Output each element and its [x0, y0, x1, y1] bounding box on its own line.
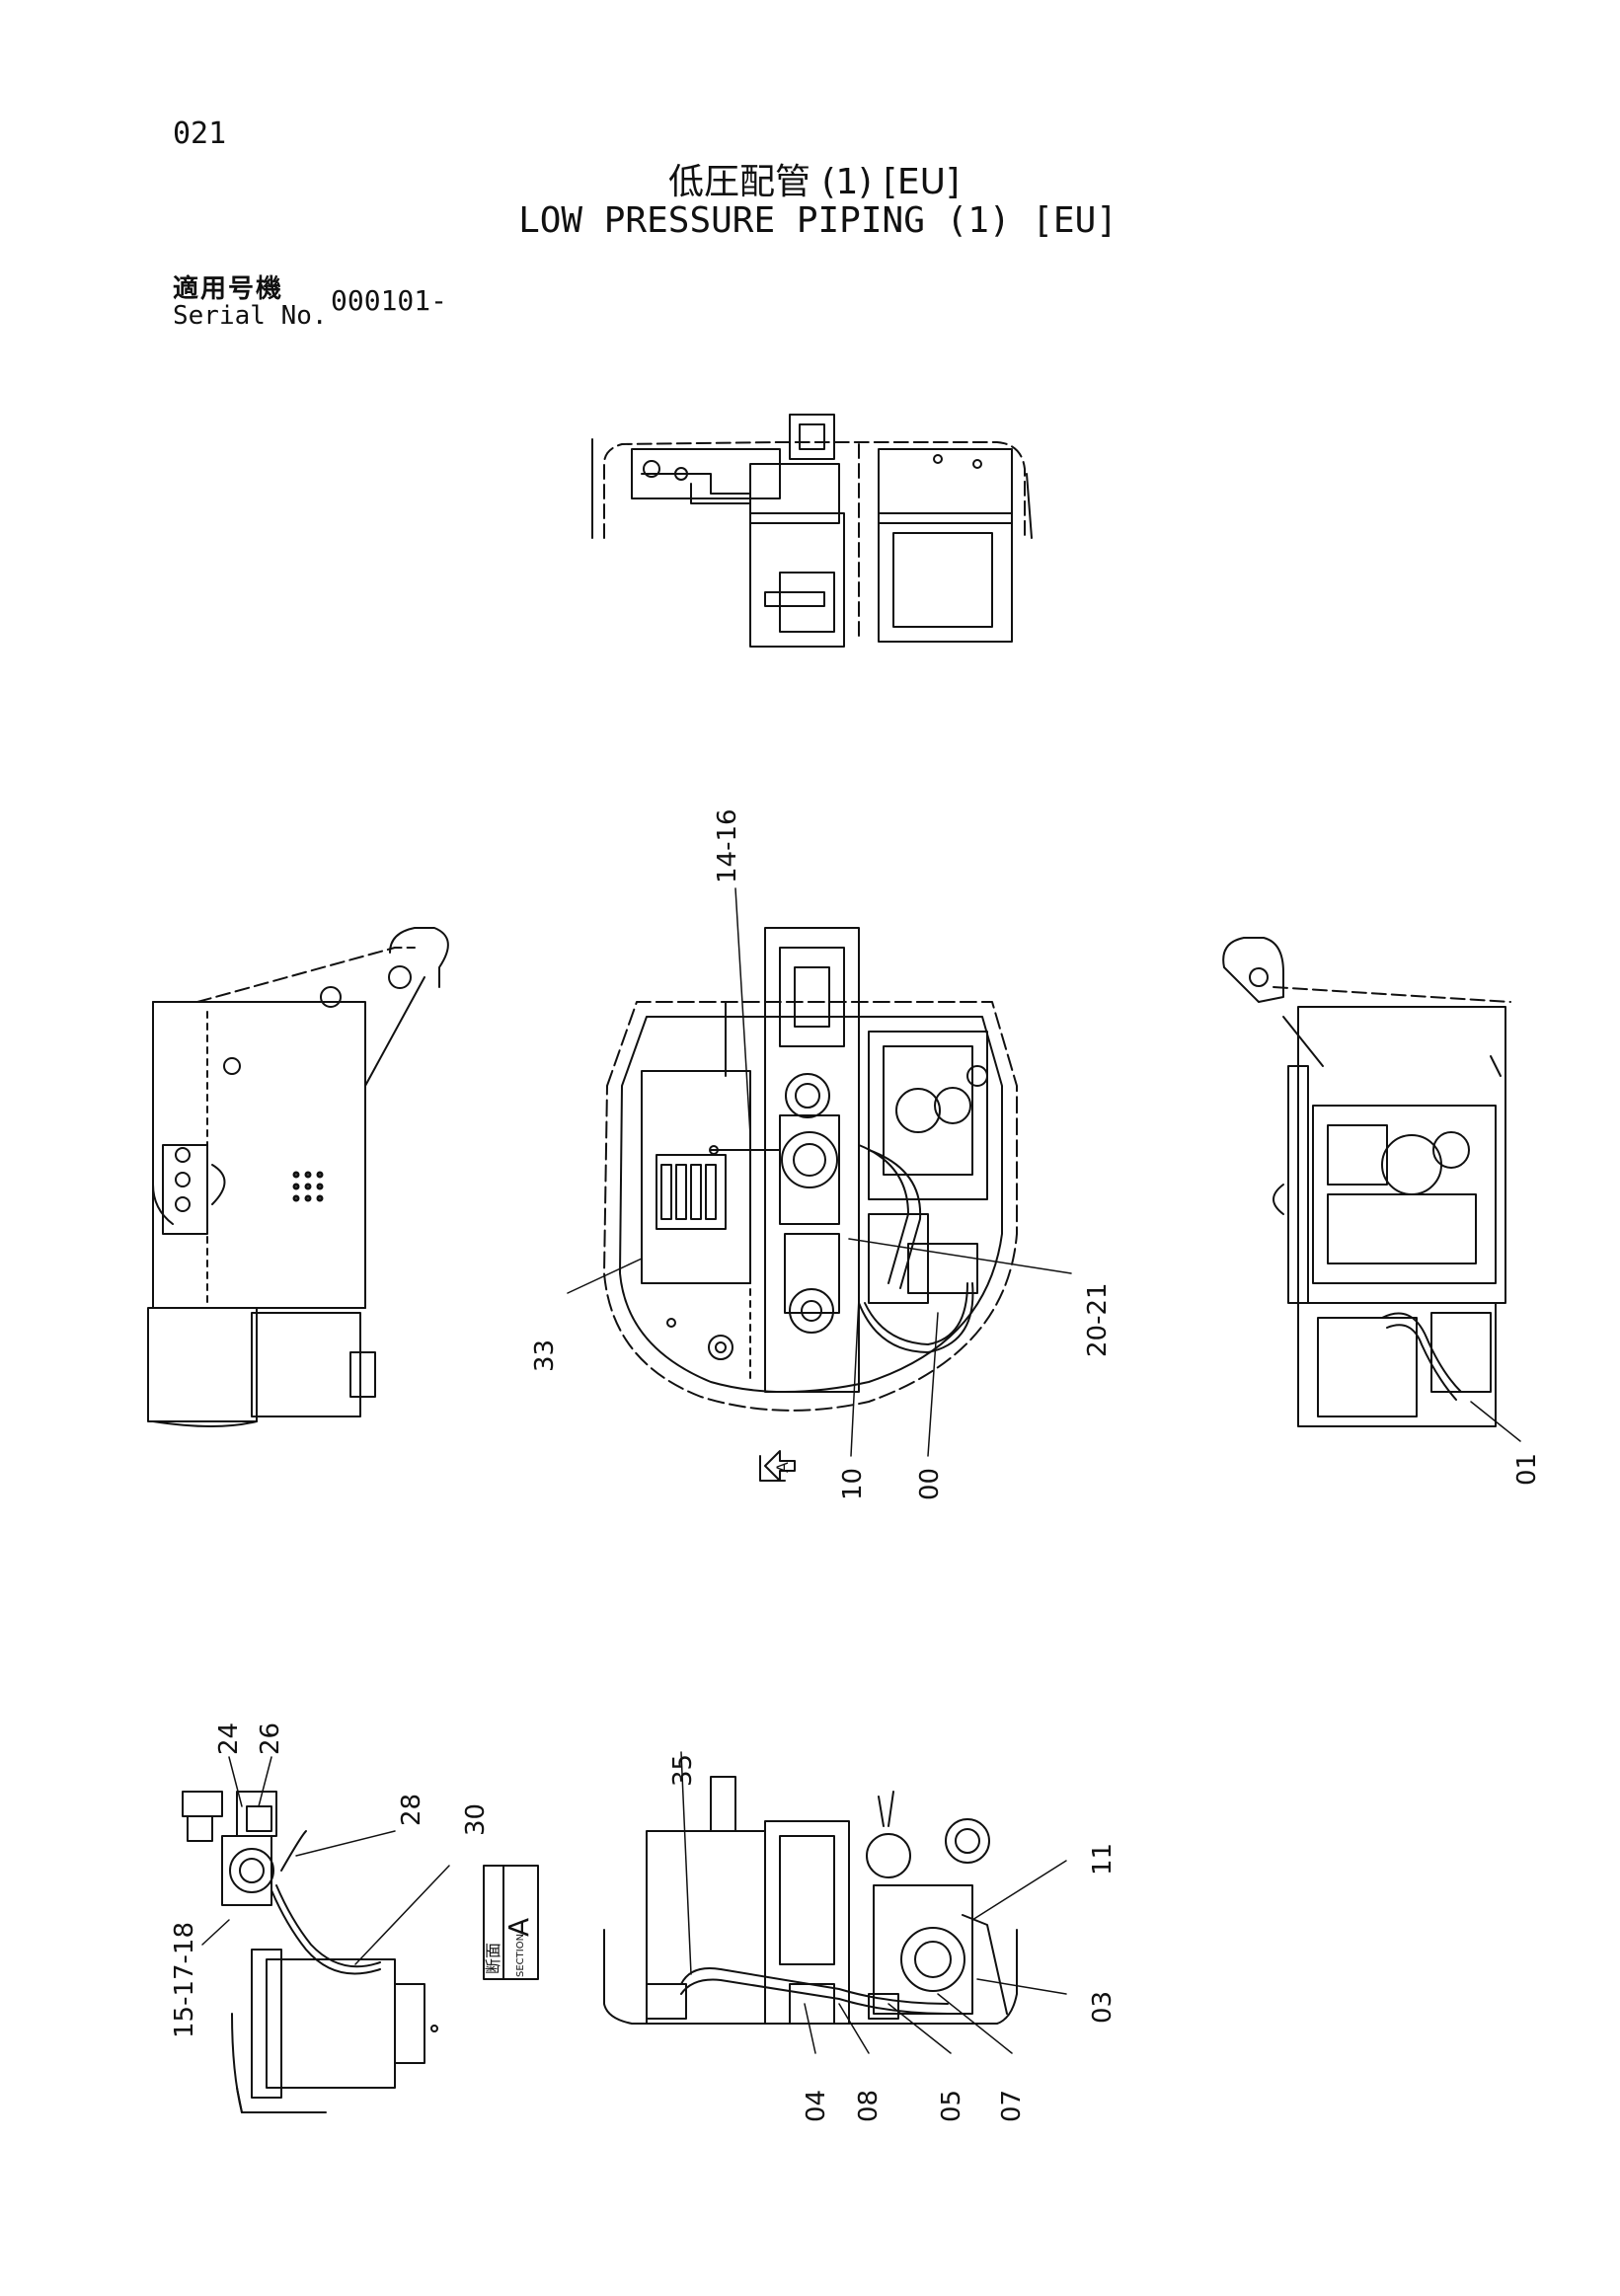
bottom-side-view [603, 1751, 1067, 2054]
serial-number-value: 000101- [331, 284, 448, 317]
callout-24: 24 [214, 1722, 244, 1755]
section-letter: A [502, 1918, 535, 1937]
callout-26: 26 [256, 1722, 285, 1755]
top-plan-view [591, 414, 1033, 648]
callout-01: 01 [1512, 1453, 1542, 1486]
callout-03: 03 [1088, 1991, 1118, 2024]
callout-08: 08 [854, 2090, 884, 2122]
left-side-view [147, 927, 449, 1427]
right-side-view [1222, 937, 1521, 1442]
page-title-english: LOW PRESSURE PIPING (1) [EU] [518, 200, 1118, 241]
callout-30: 30 [461, 1803, 491, 1836]
callout-07: 07 [997, 2090, 1027, 2122]
callout-15-17-18: 15-17-18 [170, 1922, 199, 2038]
callout-10: 10 [838, 1468, 868, 1500]
callout-20-21: 20-21 [1083, 1282, 1113, 1357]
view-arrow-a [764, 1450, 796, 1482]
section-label-japanese: 断面 [484, 1943, 502, 1974]
callout-28: 28 [397, 1794, 426, 1826]
serial-label-english: Serial No. [173, 301, 328, 331]
section-a-view [182, 1756, 539, 2113]
callout-view-marker: A [773, 1462, 792, 1473]
callout-11: 11 [1088, 1843, 1118, 1875]
section-label-english: SECTION [515, 1934, 526, 1977]
callout-00: 00 [915, 1468, 945, 1500]
serial-label-japanese: 適用号機 [173, 274, 284, 304]
callout-14-16: 14-16 [713, 808, 742, 883]
page-number: 021 [173, 116, 227, 151]
central-plan-view [567, 887, 1072, 1482]
callout-35: 35 [668, 1754, 698, 1787]
callout-33: 33 [530, 1339, 560, 1372]
callout-05: 05 [937, 2090, 966, 2122]
callout-04: 04 [802, 2090, 831, 2122]
page-title-japanese: 低圧配管 (1) [EU] [667, 162, 961, 202]
